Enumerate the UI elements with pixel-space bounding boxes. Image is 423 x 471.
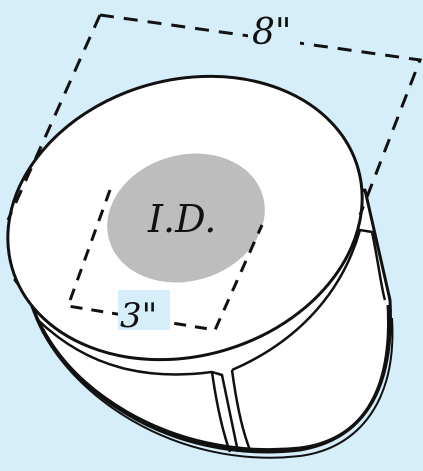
inner-dimension-label: 3"	[120, 296, 157, 336]
label-gap-right	[231, 228, 387, 372]
label-gap-right-2	[230, 369, 252, 451]
roll-bottom-rim-inner	[35, 317, 394, 459]
core-hole	[107, 153, 265, 283]
outer-dimension-label: 8"	[252, 12, 291, 53]
outer-dimension-frame-left	[6, 14, 102, 221]
core-label: I.D.	[147, 197, 216, 241]
outer-label-mask	[248, 10, 300, 52]
roll-bottom-rim	[28, 299, 390, 451]
label-gap-front	[37, 319, 240, 453]
label-gap-front-2	[210, 371, 232, 453]
inner-label-mask	[118, 290, 170, 330]
outer-dimension-frame	[99, 13, 423, 216]
